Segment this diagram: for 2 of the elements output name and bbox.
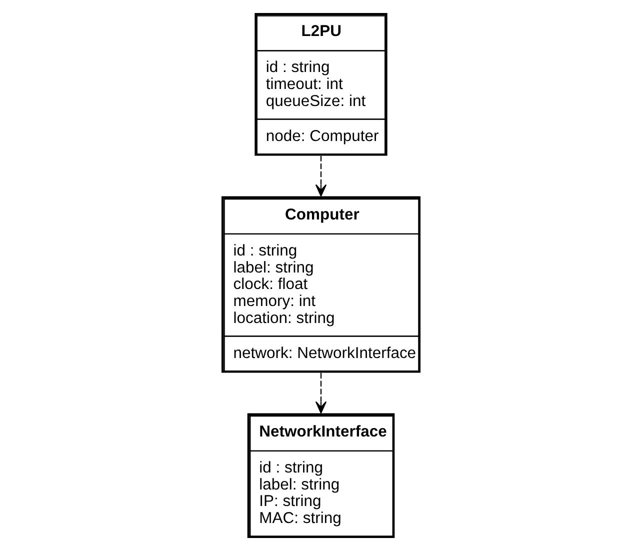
arrow: [314, 372, 326, 414]
arrow: [314, 156, 326, 197]
